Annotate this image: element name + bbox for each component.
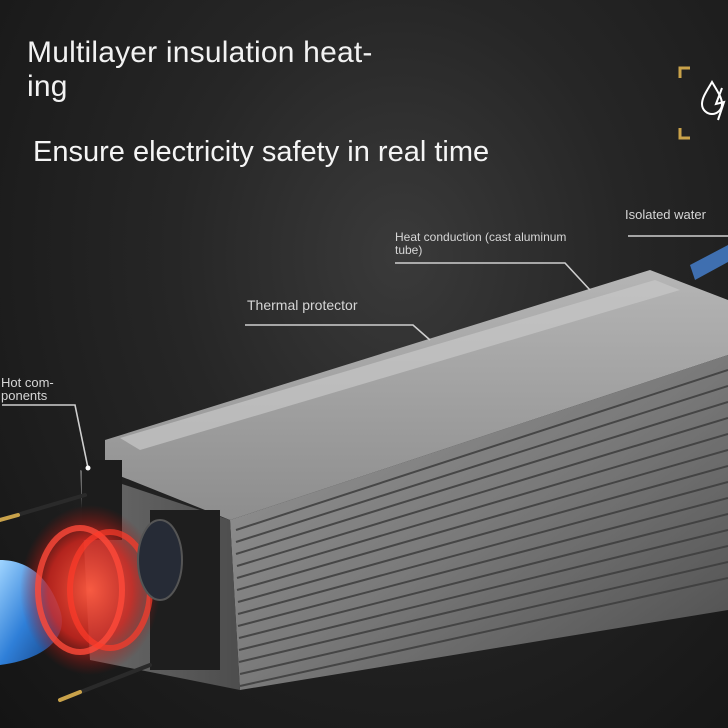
headline-line-1: Multilayer insulation heat- <box>27 36 373 69</box>
callout-thermal-protector: Thermal protector <box>247 297 358 313</box>
callout-heat-conduction: Heat conduction (cast aluminum tube) <box>395 231 585 257</box>
top-ridge <box>120 280 680 450</box>
callout-dot <box>85 465 91 471</box>
callout-hot-line-2: ponents <box>1 388 48 403</box>
heater-top-face <box>105 270 728 520</box>
headline-line-2: ing <box>27 70 68 103</box>
pipe-fitting <box>137 519 183 601</box>
callout-isolated-water: Isolated water <box>625 207 706 222</box>
outlet-pipe <box>690 245 728 280</box>
heating-element-glow <box>20 505 160 675</box>
water-drop-lightning-icon <box>678 66 726 140</box>
callout-heat-line-2: tube) <box>395 243 423 257</box>
callout-hot-line-1: Hot com- <box>1 375 54 390</box>
lead-wires <box>0 493 152 702</box>
cooling-fins <box>235 369 728 687</box>
callout-lines <box>2 235 728 469</box>
headline-title: Multilayer insulation heat- ing <box>27 36 447 104</box>
callout-heat-line-1: Heat conduction (cast aluminum <box>395 230 567 244</box>
headline-tagline: Ensure electricity safety in real time <box>33 136 490 168</box>
callout-hot-components: Hot com- ponents <box>1 376 81 402</box>
